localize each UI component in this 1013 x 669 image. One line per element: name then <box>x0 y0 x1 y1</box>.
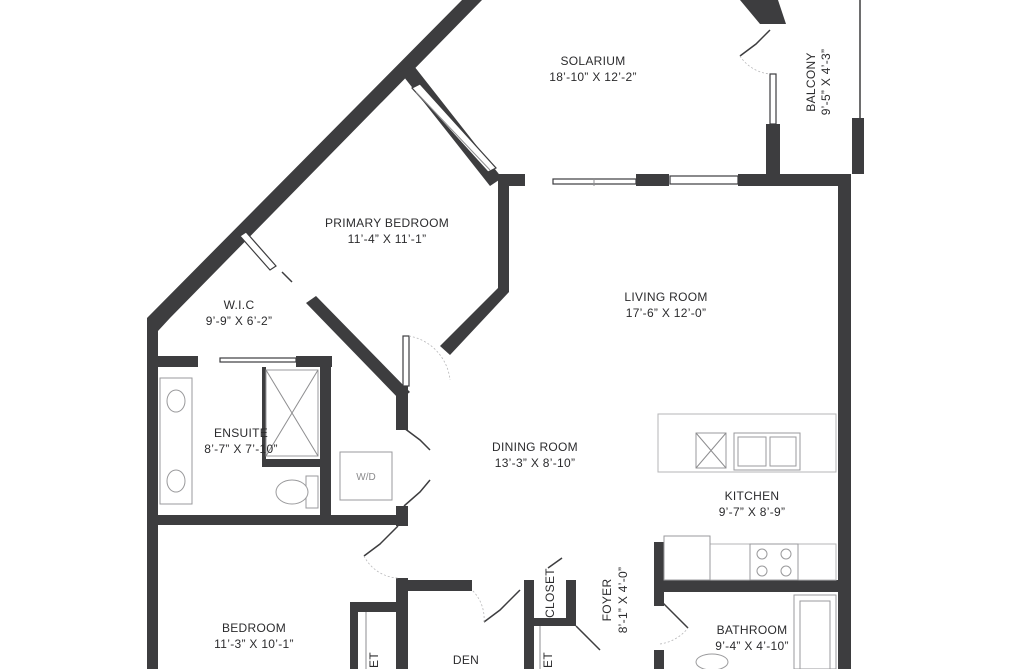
foyer-dims: 8’-1” X 4’-0” <box>616 567 630 634</box>
window-primary-inner <box>415 91 491 171</box>
foyer-name: FOYER <box>600 579 614 622</box>
door-laundry-bottom <box>403 479 431 507</box>
doors <box>281 29 771 651</box>
burner-3-icon <box>756 565 768 577</box>
wall-closet-east <box>566 580 576 620</box>
sink-upper-icon <box>166 389 186 413</box>
living-room-name: LIVING ROOM <box>624 290 707 304</box>
wall-bedroom-closet-top <box>350 602 398 612</box>
door-closet <box>547 557 563 569</box>
door-balcony-swing <box>739 55 771 75</box>
balcony-name: BALCONY <box>804 52 818 111</box>
door-laundry-top <box>403 427 431 451</box>
wall-hall-west <box>396 386 408 430</box>
washer-dryer-icon <box>339 451 393 501</box>
wall-wic-south-b <box>296 356 332 367</box>
kitchen-name: KITCHEN <box>725 489 780 503</box>
wall-primary-east <box>498 174 509 292</box>
window-wic-glass <box>219 357 297 363</box>
wall-wic-diagonal <box>306 296 410 400</box>
bedroom-name: BEDROOM <box>222 621 286 635</box>
door-bathroom <box>659 599 689 629</box>
wall-solarium-south-a <box>498 174 525 186</box>
fridge-icon <box>663 535 711 581</box>
solarium-dims: 18’-10” X 12’-2” <box>549 70 637 84</box>
burner-4-icon <box>780 565 792 577</box>
door-bedroom-swing <box>363 555 399 579</box>
wall-shower-south <box>262 459 320 467</box>
bedroom-dims: 11’-3” X 10’-1” <box>214 637 294 651</box>
primary-bedroom-name: PRIMARY BEDROOM <box>325 216 449 230</box>
wall-balcony-west <box>766 124 780 186</box>
wall-primary-diagonal <box>440 288 509 355</box>
bathroom-sink-icon <box>695 653 729 669</box>
ensuite-dims: 8’-7” X 7’-10” <box>204 442 278 456</box>
dining-room-name: DINING ROOM <box>492 440 578 454</box>
wall-bathroom-west-b <box>654 650 664 669</box>
window-living-east <box>669 175 739 185</box>
wall-ensuite-east <box>320 356 331 518</box>
wall-solarium-south-b <box>636 174 669 186</box>
wall-bedroom-closet-west <box>350 602 358 669</box>
wall-solarium-south-c <box>738 174 851 186</box>
windows <box>219 73 777 363</box>
living-room-dims: 17’-6” X 12’-0” <box>626 306 707 320</box>
wall-wic-south-a <box>158 356 198 367</box>
wall-bathroom-west <box>654 592 664 606</box>
wall-kitchen-west <box>654 542 664 588</box>
bedroom-closet-label: ET <box>367 652 381 668</box>
door-balcony <box>739 29 771 57</box>
room-labels: SOLARIUM 18’-10” X 12’-2” BALCONY 9’-5” … <box>204 49 833 668</box>
wall-balcony-east <box>852 118 864 174</box>
bathtub-inner <box>799 600 831 669</box>
sink-lower-icon <box>166 469 186 493</box>
door-den <box>483 589 521 623</box>
window-wic-diagonal <box>239 231 277 271</box>
dining-room-dims: 13’-3” X 8’-10” <box>495 456 576 470</box>
walls <box>147 0 864 669</box>
wall-east <box>838 174 851 669</box>
kitchen-sink-bowl-b <box>769 436 797 467</box>
den-closet-label: ET <box>541 652 555 668</box>
toilet-bowl-icon <box>275 479 309 505</box>
bathroom-dims: 9’-4” X 4’-10” <box>715 639 789 653</box>
den-name: DEN <box>453 653 479 667</box>
closet-name: CLOSET <box>543 568 557 618</box>
range-icon <box>749 543 799 581</box>
ensuite-name: ENSUITE <box>214 426 268 440</box>
wic-name: W.I.C <box>224 298 255 312</box>
burner-2-icon <box>780 548 792 560</box>
door-bedroom <box>363 525 399 557</box>
door-primary <box>402 335 410 387</box>
window-primary-bedroom <box>411 83 497 173</box>
wall-shower-west <box>262 367 266 459</box>
balcony-dims: 9’-5” X 4’-3” <box>819 49 833 116</box>
solarium-name: SOLARIUM <box>560 54 625 68</box>
wall-kitchen-south <box>654 580 838 592</box>
kitchen-dims: 9’-7” X 8’-9” <box>719 505 786 519</box>
wic-dims: 9’-9” X 6’-2” <box>206 314 273 328</box>
shower-diag-b <box>265 369 319 457</box>
door-primary-swing <box>408 335 451 381</box>
dishwasher-x-b <box>695 432 727 469</box>
door-closet-b <box>575 625 601 651</box>
door-bathroom-swing <box>659 627 689 645</box>
washer-dryer-label: W/D <box>356 472 375 483</box>
wall-ensuite-south <box>158 515 404 525</box>
door-den-swing <box>471 589 485 623</box>
primary-bedroom-dims: 11’-4” X 11’-1” <box>348 232 427 246</box>
wall-den-north <box>396 580 472 591</box>
kitchen-sink-bowl-a <box>737 436 767 467</box>
wall-closet-bottom <box>524 618 576 626</box>
fixtures <box>159 369 837 669</box>
window-balcony <box>769 73 777 125</box>
wall-solarium-pillar <box>740 0 786 24</box>
bathroom-name: BATHROOM <box>717 623 788 637</box>
burner-1-icon <box>756 548 768 560</box>
door-wic-mark <box>281 271 293 283</box>
wall-den-west <box>396 578 408 669</box>
